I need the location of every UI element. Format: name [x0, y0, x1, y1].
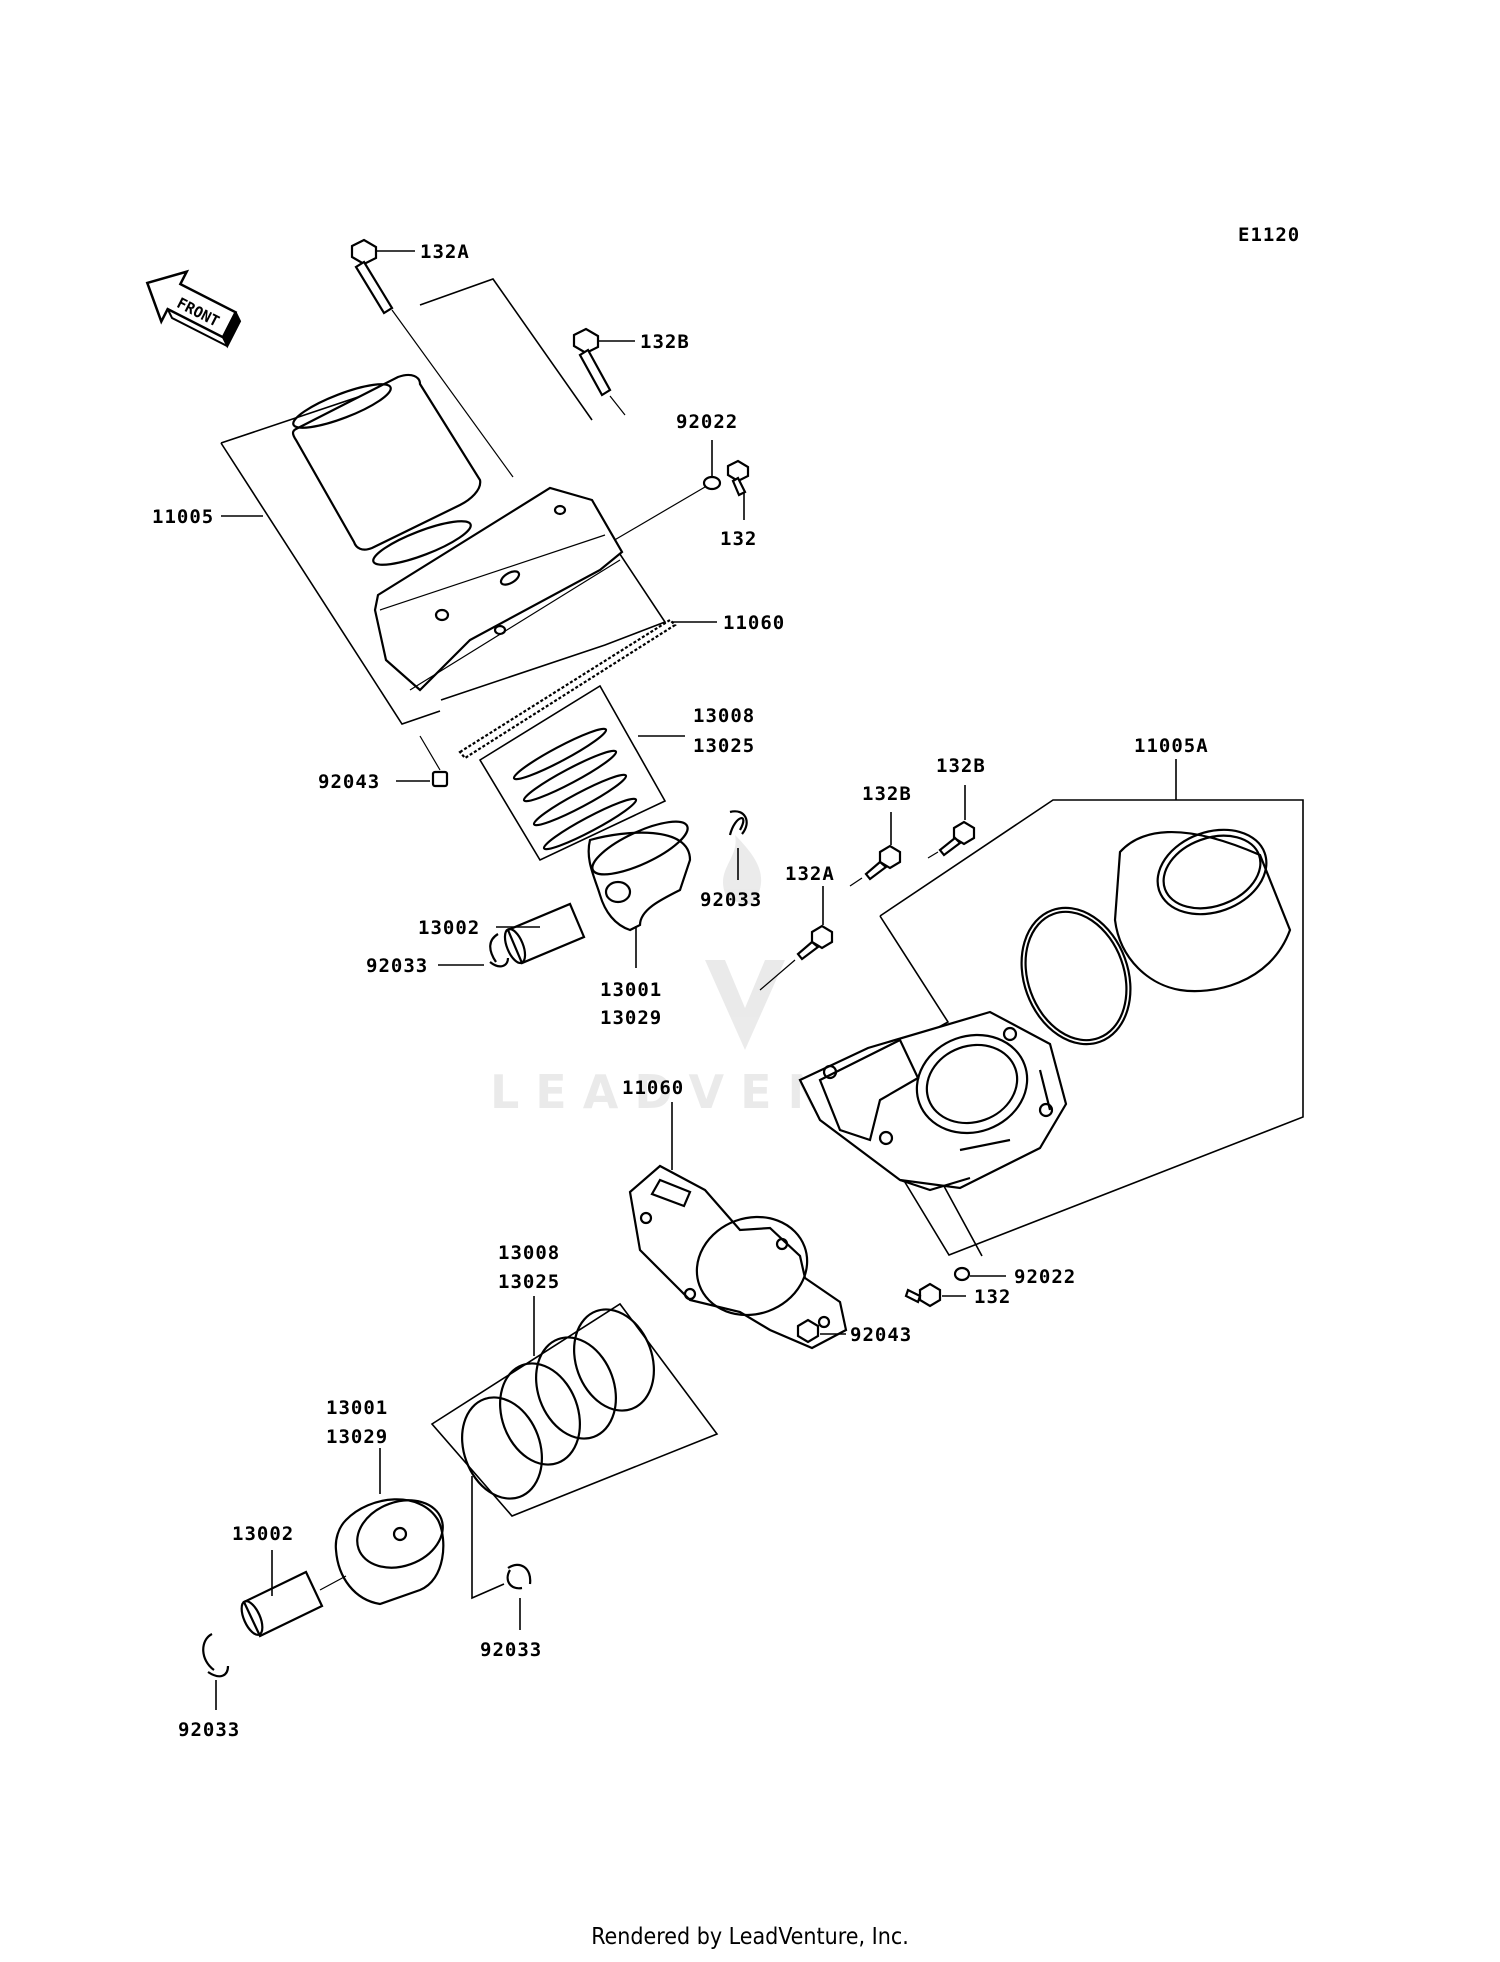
label-92033-bottom-right: 92033 [480, 1639, 542, 1661]
diagram-code: E1120 [1238, 224, 1300, 246]
dowel-92043-bottom [796, 1318, 846, 1344]
label-92033-top-right: 92033 [700, 889, 762, 911]
label-13008-top: 13008 [693, 705, 755, 727]
gasket-11060-top [458, 618, 717, 760]
label-13008-bottom: 13008 [498, 1242, 560, 1264]
piston-13001-top [587, 820, 692, 932]
label-132b-right-1: 132B [936, 755, 986, 777]
cylinder-block-11005a [798, 1010, 1068, 1192]
piston-13001-bottom [334, 1498, 445, 1606]
bracket-11005 [220, 278, 667, 725]
label-13029-top: 13029 [600, 1007, 662, 1029]
cylinder-11005 [291, 373, 624, 692]
circlip-92033-bottom-left [202, 1633, 230, 1710]
bolt-132b-right-1 [927, 785, 976, 859]
piston-rings-bottom [461, 1308, 655, 1500]
label-132a-top: 132A [420, 241, 470, 263]
label-92033-top-left: 92033 [366, 955, 428, 977]
label-132a-right: 132A [785, 863, 835, 885]
bolt-132a-right [759, 886, 834, 991]
piston-rings-top [512, 727, 638, 851]
dowel-92043-top [396, 735, 449, 788]
bolt-132-bottom [904, 1282, 966, 1308]
label-132-bottom: 132 [974, 1286, 1011, 1308]
label-13002-bottom: 13002 [232, 1523, 294, 1545]
label-13029-bottom: 13029 [326, 1426, 388, 1448]
label-13001-top: 13001 [600, 979, 662, 1001]
label-132-top: 132 [720, 528, 757, 550]
gasket-11060-bottom [628, 1164, 848, 1350]
bolt-132b-right-2 [849, 812, 902, 887]
label-11005: 11005 [152, 506, 214, 528]
bracket-rings-top [478, 684, 667, 862]
label-11005a: 11005A [1134, 735, 1209, 757]
footer-credit: Rendered by LeadVenture, Inc. [591, 1924, 909, 1950]
cylinder-o-ring [1020, 906, 1132, 1046]
label-92043-top: 92043 [318, 771, 380, 793]
bolt-132a-top [350, 238, 514, 478]
front-arrow-icon: FRONT [145, 269, 242, 349]
label-13025-top: 13025 [693, 735, 755, 757]
washer-92022-bottom [953, 1266, 1006, 1282]
circlip-92033-top-left [438, 933, 510, 968]
watermark-logo [705, 835, 785, 1050]
bolt-132-top [726, 459, 750, 520]
washer-92022-top [605, 440, 722, 546]
label-92022-bottom: 92022 [1014, 1266, 1076, 1288]
label-92033-bottom-left: 92033 [178, 1719, 240, 1741]
label-13002-top: 13002 [418, 917, 480, 939]
label-132b-right-2: 132B [862, 783, 912, 805]
cylinder-liner-11005a [1113, 828, 1292, 993]
label-132b-top: 132B [640, 331, 690, 353]
circlip-92033-bottom-right [471, 1476, 532, 1630]
circlip-92033-top-right [728, 810, 748, 880]
pin-13002-top [496, 902, 586, 965]
pin-13002-bottom [240, 1550, 347, 1638]
label-13025-bottom: 13025 [498, 1271, 560, 1293]
label-11060-bottom: 11060 [622, 1077, 684, 1099]
label-92043-bottom: 92043 [850, 1324, 912, 1346]
label-13001-bottom: 13001 [326, 1397, 388, 1419]
label-11060-top: 11060 [723, 612, 785, 634]
bracket-rings-bottom [430, 1302, 719, 1517]
bolt-132b-top [572, 327, 635, 416]
label-92022-top: 92022 [676, 411, 738, 433]
